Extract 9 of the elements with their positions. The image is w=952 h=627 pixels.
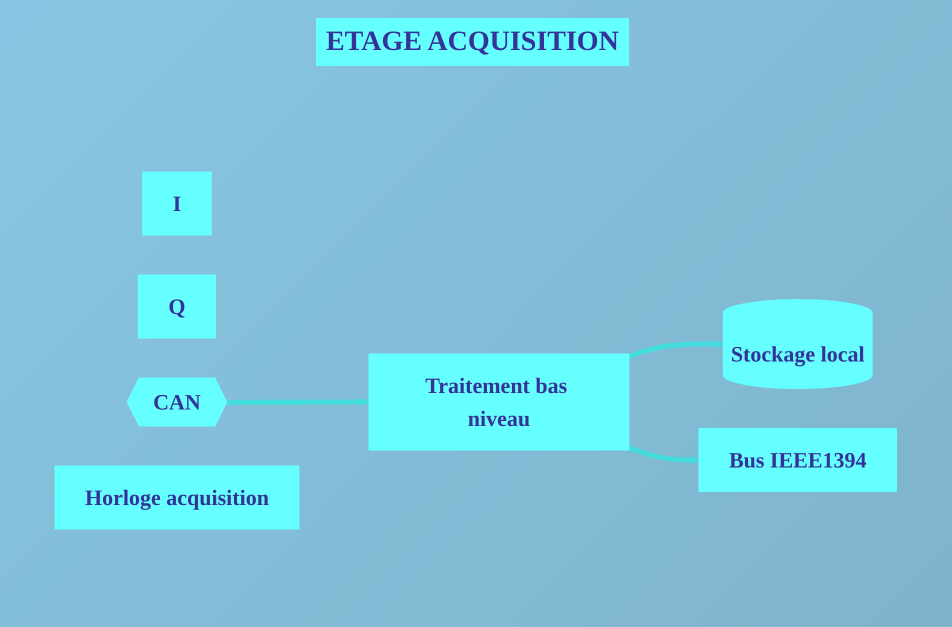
arrow	[628, 444, 700, 464]
node-box: Traitement bas niveau	[368, 353, 630, 450]
arrow	[628, 339, 724, 358]
title-banner: ETAGE ACQUISITION	[316, 18, 629, 66]
node-box: Q	[138, 274, 216, 338]
arrow	[227, 397, 370, 406]
node-box: I	[142, 171, 212, 235]
node-box: Horloge acquisition	[54, 465, 300, 529]
node-box: Bus IEEE1394	[698, 427, 898, 492]
